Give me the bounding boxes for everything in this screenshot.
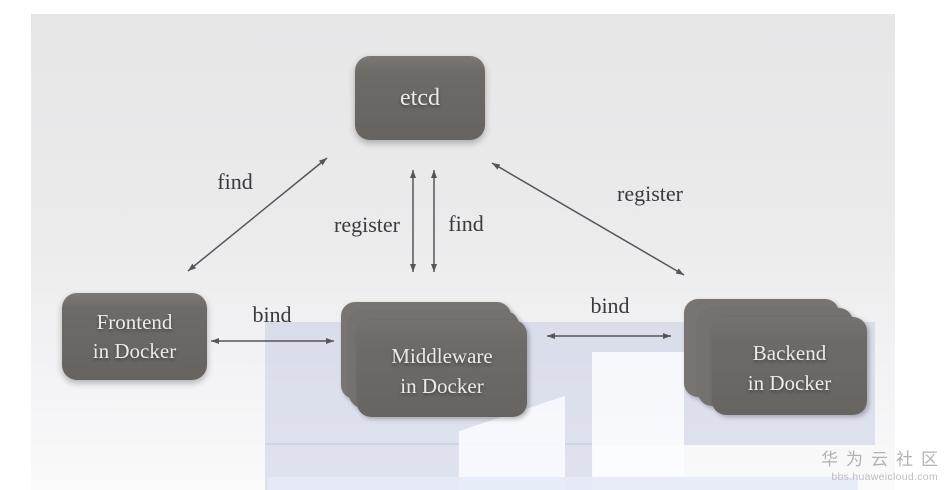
node-frontend: Frontend in Docker (62, 293, 207, 380)
edge-label-bind-right: bind (590, 293, 630, 318)
node-etcd: etcd (355, 56, 485, 140)
edge-label-find-middle: find (448, 211, 484, 236)
node-backend-line2: in Docker (747, 371, 832, 395)
watermark-bottom-strip (268, 477, 858, 490)
node-frontend-line1: Frontend (96, 309, 173, 334)
node-middleware-stack: Middleware in Docker (341, 302, 531, 422)
node-middleware-line2: in Docker (400, 373, 484, 398)
edge-label-register-middle: register (334, 212, 400, 237)
edge-label-bind-left: bind (252, 302, 292, 327)
edge-label-find-left: find (217, 169, 253, 194)
edge-label-register-right: register (617, 181, 683, 206)
node-etcd-label: etcd (400, 84, 440, 111)
node-backend-line1: Backend (752, 341, 827, 365)
watermark-credit: 华为云社区 bbs.huaweicloud.com (821, 445, 938, 483)
node-middleware-line1: Middleware (391, 343, 493, 368)
node-middleware: Middleware in Docker (357, 320, 527, 417)
watermark-brand-text: 华为云社区 (821, 450, 946, 469)
node-backend: Backend in Docker (712, 317, 867, 415)
watermark-url-text: bbs.huaweicloud.com (831, 471, 938, 483)
node-frontend-line2: in Docker (92, 338, 177, 363)
node-backend-stack: Backend in Docker (684, 299, 871, 419)
watermark-white-column (592, 352, 684, 490)
